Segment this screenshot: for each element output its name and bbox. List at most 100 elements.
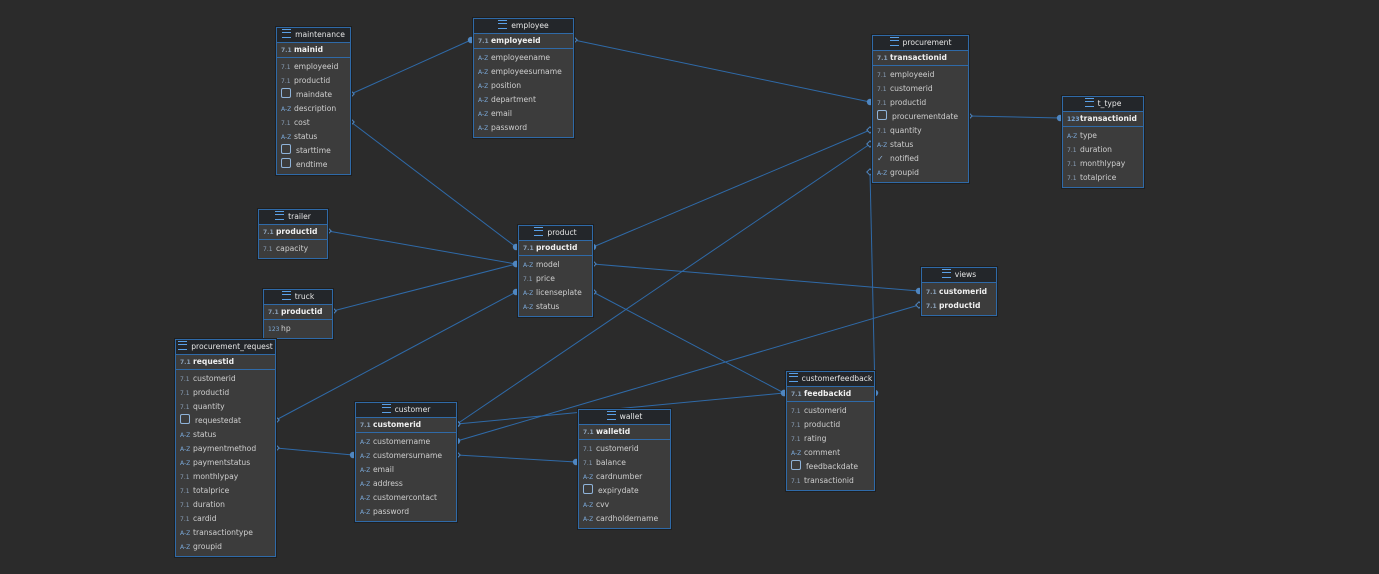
relationship-line[interactable] bbox=[456, 304, 920, 442]
table-header[interactable]: customer bbox=[356, 403, 456, 418]
table-header[interactable]: trailer bbox=[259, 210, 327, 225]
table-header[interactable]: procurement bbox=[873, 36, 968, 51]
column-row[interactable]: feedbackdate bbox=[787, 460, 874, 474]
relationship-line[interactable] bbox=[968, 115, 1061, 119]
relationship-line[interactable] bbox=[573, 39, 871, 103]
relationship-line[interactable] bbox=[275, 447, 354, 456]
relationship-line[interactable] bbox=[275, 291, 517, 421]
table-header[interactable]: views bbox=[922, 268, 996, 283]
column-row[interactable]: endtime bbox=[277, 158, 350, 172]
column-row[interactable]: starttime bbox=[277, 144, 350, 158]
table-header[interactable]: truck bbox=[264, 290, 332, 305]
table-header[interactable]: product bbox=[519, 226, 592, 241]
table-header[interactable]: maintenance bbox=[277, 28, 350, 43]
relationship-line[interactable] bbox=[592, 263, 920, 292]
relationship-line[interactable] bbox=[869, 171, 876, 394]
relationship-line[interactable] bbox=[592, 129, 871, 248]
table-header[interactable]: employee bbox=[474, 19, 573, 34]
table-header[interactable]: customerfeedback bbox=[787, 372, 874, 387]
relationship-line[interactable] bbox=[456, 454, 577, 463]
relationship-line[interactable] bbox=[350, 121, 517, 248]
column-row[interactable]: maindate bbox=[277, 88, 350, 102]
column-row[interactable]: expirydate bbox=[579, 484, 670, 498]
column-row[interactable]: ✓notified bbox=[873, 152, 968, 166]
column-row[interactable]: procurementdate bbox=[873, 110, 968, 124]
relationship-line[interactable] bbox=[332, 263, 517, 312]
relationship-line[interactable] bbox=[592, 291, 785, 394]
table-header[interactable]: t_type bbox=[1063, 97, 1143, 112]
relationship-line[interactable] bbox=[456, 143, 871, 425]
relationship-line[interactable] bbox=[456, 392, 785, 425]
relationship-line[interactable] bbox=[350, 39, 472, 95]
